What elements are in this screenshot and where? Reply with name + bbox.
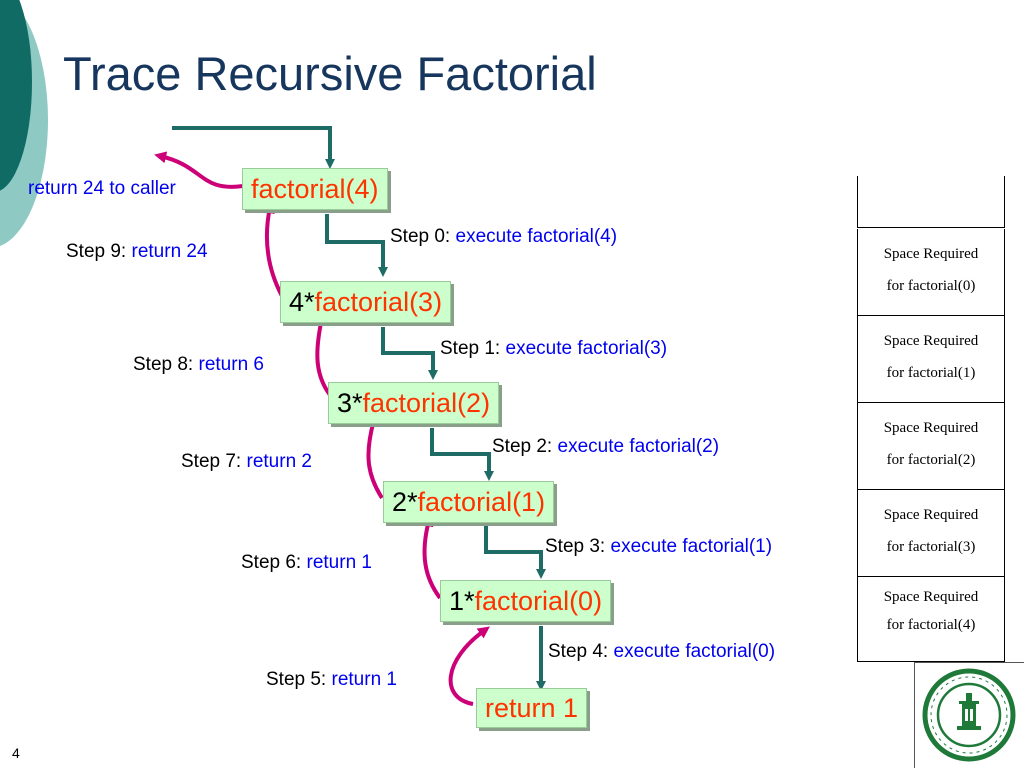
university-seal-icon: [914, 662, 1024, 768]
call-box-factorial-0: 1*factorial(0): [440, 580, 612, 622]
step-5-label: Step 5: return 1: [266, 669, 397, 691]
step-action: execute factorial(4): [455, 226, 618, 247]
step-action: return 1: [306, 552, 372, 573]
step-1-label: Step 1: execute factorial(3): [440, 338, 667, 360]
call-box-prefix: 1*: [449, 585, 475, 616]
step-action: execute factorial(2): [557, 436, 720, 457]
stack-cell-line: for factorial(4): [886, 617, 976, 633]
stack-cell-line: Space Required: [883, 333, 979, 349]
step-number: Step 3:: [545, 536, 606, 557]
stack-cell-factorial-4: Space Required for factorial(4): [857, 577, 1005, 662]
call-box-call: factorial(3): [314, 286, 443, 317]
corner-ornament: [0, 0, 48, 247]
stack-cell-line: Space Required: [883, 420, 979, 436]
step-7-label: Step 7: return 2: [181, 451, 312, 473]
step-number: Step 6:: [241, 552, 302, 573]
stack-cell-line: Space Required: [883, 246, 979, 262]
call-box-prefix: 3*: [337, 387, 363, 418]
stack-cell-factorial-3: Space Required for factorial(3): [857, 490, 1005, 577]
call-box-call: factorial(4): [251, 173, 379, 204]
call-box-call: factorial(1): [417, 486, 546, 517]
step-action: return 6: [198, 354, 264, 375]
call-box-call: factorial(2): [362, 387, 491, 418]
page-number: 4: [12, 745, 20, 761]
stack-cell-line: for factorial(0): [886, 278, 976, 294]
step-8-label: Step 8: return 6: [133, 354, 264, 376]
step-4-label: Step 4: execute factorial(0): [548, 641, 775, 663]
call-box-factorial-4: factorial(4): [242, 168, 388, 210]
call-box-prefix: 4*: [289, 286, 315, 317]
call-box-prefix: 2*: [392, 486, 418, 517]
slide-title: Trace Recursive Factorial: [63, 47, 597, 100]
call-box-call: return 1: [485, 692, 579, 723]
step-number: Step 1:: [440, 338, 501, 359]
step-action: execute factorial(3): [505, 338, 668, 359]
step-number: Step 7:: [181, 451, 242, 472]
stack-cell-line: for factorial(2): [886, 452, 976, 468]
step-number: Step 4:: [548, 641, 609, 662]
step-number: Step 0:: [390, 226, 451, 247]
call-box-call: factorial(0): [474, 585, 603, 616]
step-0-label: Step 0: execute factorial(4): [390, 226, 617, 248]
caller-return-label: return 24 to caller: [28, 178, 176, 199]
step-number: Step 2:: [492, 436, 553, 457]
step-action: return 24: [131, 241, 208, 262]
stack-cell-line: Space Required: [883, 589, 979, 605]
step-number: Step 9:: [66, 241, 127, 262]
stack-empty-cell: [857, 176, 1005, 228]
step-action: return 2: [246, 451, 312, 472]
stack-cell-factorial-0: Space Required for factorial(0): [857, 229, 1005, 316]
step-2-label: Step 2: execute factorial(2): [492, 436, 719, 458]
call-box-factorial-1: 2*factorial(1): [383, 481, 555, 523]
step-number: Step 8:: [133, 354, 194, 375]
step-action: execute factorial(1): [610, 536, 773, 557]
stack-cell-line: Space Required: [883, 507, 979, 523]
stack-cell-line: for factorial(1): [886, 365, 976, 381]
step-number: Step 5:: [266, 669, 327, 690]
stack-cell-factorial-2: Space Required for factorial(2): [857, 403, 1005, 490]
seal-graphic: [922, 668, 1016, 762]
step-action: execute factorial(0): [613, 641, 776, 662]
step-9-label: Step 9: return 24: [66, 241, 208, 263]
return-1-box: return 1: [476, 688, 588, 728]
step-6-label: Step 6: return 1: [241, 552, 372, 574]
step-3-label: Step 3: execute factorial(1): [545, 536, 772, 558]
call-box-factorial-2: 3*factorial(2): [328, 382, 500, 424]
step-action: return 1: [331, 669, 397, 690]
stack-cell-line: for factorial(3): [886, 539, 976, 555]
call-box-factorial-3: 4*factorial(3): [280, 281, 452, 323]
stack-cell-factorial-1: Space Required for factorial(1): [857, 316, 1005, 403]
